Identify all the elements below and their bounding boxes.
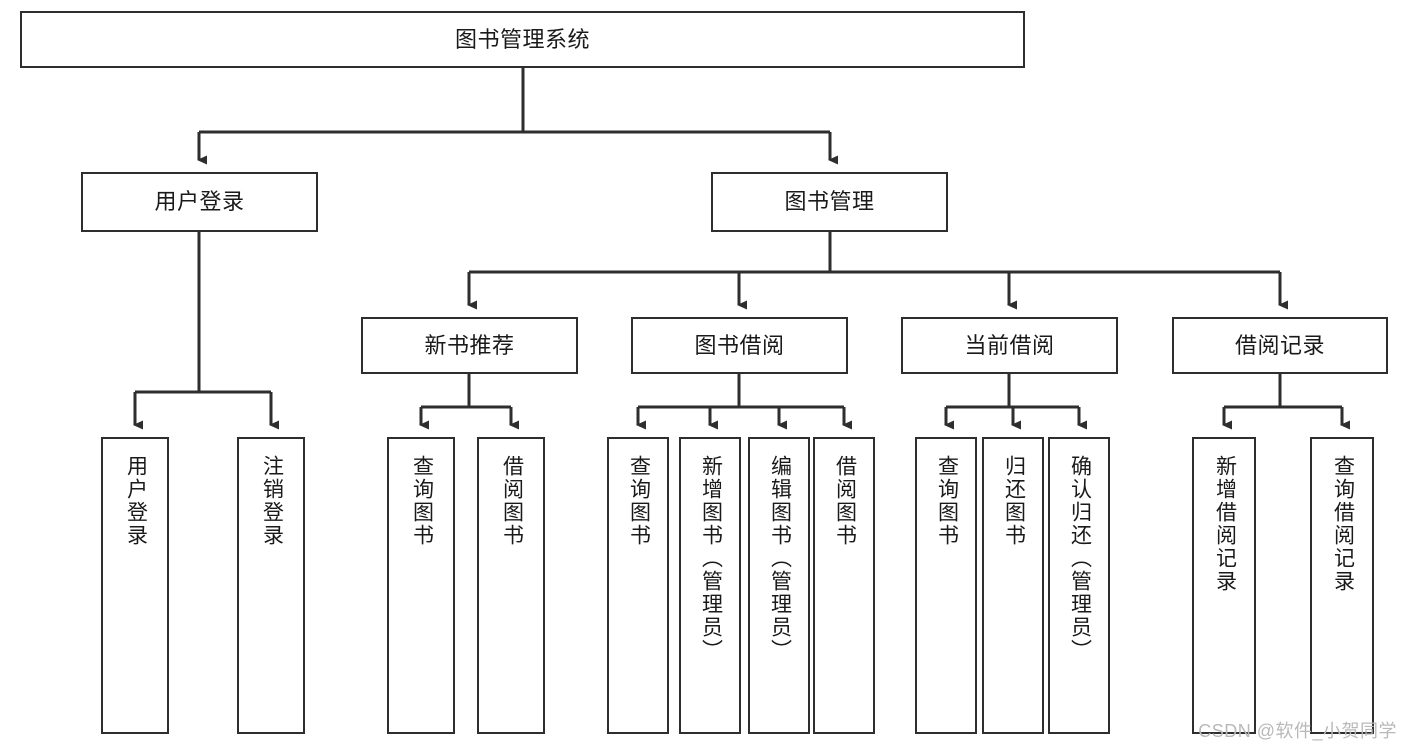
leaf-borrow-book[interactable]: 借阅图书 [813, 437, 875, 734]
leaf-query-book-current-label: 查询图书 [935, 455, 959, 547]
node-new-book-recommend[interactable]: 新书推荐 [361, 317, 578, 374]
leaf-borrow-book-label: 借阅图书 [833, 455, 857, 547]
leaf-add-borrow-record[interactable]: 新增借阅记录 [1192, 437, 1256, 734]
leaf-edit-book-admin[interactable]: 编辑图书（管理员） [748, 437, 810, 734]
watermark-text: CSDN @软件_小贺同学 [1198, 721, 1397, 741]
leaf-query-book-borrow[interactable]: 查询图书 [607, 437, 669, 734]
node-root-system[interactable]: 图书管理系统 [20, 11, 1025, 68]
leaf-confirm-return-admin-label: 确认归还（管理员） [1068, 455, 1092, 662]
node-book-borrow-label: 图书借阅 [694, 332, 785, 358]
leaf-query-borrow-record[interactable]: 查询借阅记录 [1310, 437, 1374, 734]
node-user-login[interactable]: 用户登录 [81, 172, 318, 232]
node-new-book-recommend-label: 新书推荐 [424, 332, 515, 358]
leaf-add-book-admin-label: 新增图书（管理员） [699, 455, 723, 662]
leaf-logout-label: 注销登录 [260, 455, 284, 547]
node-user-login-label: 用户登录 [154, 189, 245, 215]
node-book-management[interactable]: 图书管理 [711, 172, 948, 232]
leaf-query-book-borrow-label: 查询图书 [627, 455, 651, 547]
leaf-user-login-label: 用户登录 [124, 455, 148, 547]
leaf-query-book-newbook-label: 查询图书 [410, 455, 434, 547]
node-root-system-label: 图书管理系统 [454, 26, 590, 52]
node-current-borrow[interactable]: 当前借阅 [901, 317, 1118, 374]
node-current-borrow-label: 当前借阅 [964, 332, 1055, 358]
leaf-borrow-book-newbook-label: 借阅图书 [500, 455, 524, 547]
node-book-borrow[interactable]: 图书借阅 [631, 317, 848, 374]
leaf-add-book-admin[interactable]: 新增图书（管理员） [679, 437, 741, 734]
leaf-logout[interactable]: 注销登录 [237, 437, 305, 734]
leaf-query-book-current[interactable]: 查询图书 [915, 437, 977, 734]
leaf-query-borrow-record-label: 查询借阅记录 [1331, 455, 1355, 593]
leaf-confirm-return-admin[interactable]: 确认归还（管理员） [1048, 437, 1110, 734]
leaf-edit-book-admin-label: 编辑图书（管理员） [768, 455, 792, 662]
node-book-management-label: 图书管理 [784, 189, 875, 215]
leaf-return-book[interactable]: 归还图书 [982, 437, 1044, 734]
node-borrow-record-label: 借阅记录 [1234, 332, 1325, 358]
leaf-borrow-book-newbook[interactable]: 借阅图书 [477, 437, 545, 734]
node-borrow-record[interactable]: 借阅记录 [1172, 317, 1388, 374]
leaf-return-book-label: 归还图书 [1002, 455, 1026, 547]
leaf-user-login[interactable]: 用户登录 [101, 437, 169, 734]
leaf-query-book-newbook[interactable]: 查询图书 [387, 437, 455, 734]
leaf-add-borrow-record-label: 新增借阅记录 [1213, 455, 1237, 593]
